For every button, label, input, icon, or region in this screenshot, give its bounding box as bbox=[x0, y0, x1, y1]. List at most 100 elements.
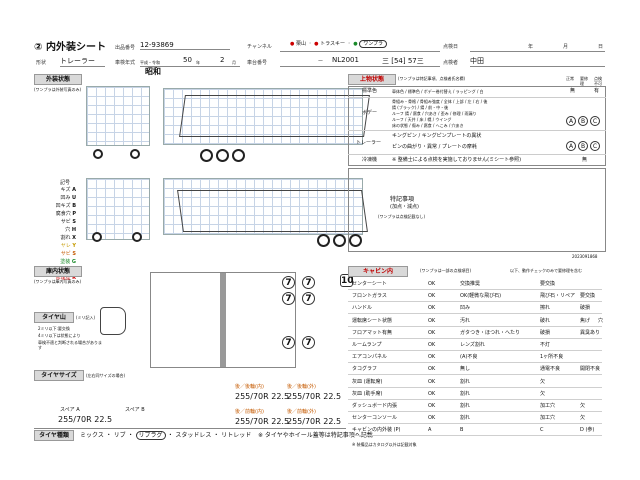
cabin-row-option[interactable]: 1ヶ所不良 bbox=[540, 354, 564, 361]
legend-item: サビ S bbox=[60, 219, 76, 225]
tire-depth-value[interactable]: 7 bbox=[282, 276, 295, 289]
cabin-row-option[interactable]: 欠 bbox=[540, 390, 546, 397]
cabin-row[interactable]: 灰皿 (助手席) OK 割れ 欠 bbox=[348, 388, 602, 400]
cabin-row-option[interactable]: (A)不良 bbox=[460, 354, 478, 361]
grade-option[interactable]: B bbox=[578, 116, 588, 126]
cabin-row-option[interactable]: 欠 bbox=[580, 403, 586, 409]
cabin-row-option[interactable]: D (参) bbox=[580, 427, 595, 434]
cabin-row-option[interactable]: OK bbox=[428, 281, 436, 287]
cabin-row-option[interactable]: 交換推奨 bbox=[460, 281, 481, 287]
interior-floor-diagram[interactable] bbox=[150, 272, 296, 368]
cabin-row-option[interactable]: ガタつき・ほつれ・へたり bbox=[460, 329, 521, 336]
channel-option-3[interactable]: ワンプラ bbox=[359, 40, 388, 48]
cabin-row-option[interactable]: OK bbox=[428, 293, 436, 300]
spare-a-size[interactable]: 255/70R 22.5 bbox=[58, 415, 113, 424]
grade-option[interactable]: B bbox=[578, 141, 588, 151]
cabin-row-option[interactable]: B bbox=[460, 427, 464, 434]
cabin-row-option[interactable]: 欠 bbox=[580, 415, 586, 422]
cabin-row-option[interactable]: 割れ bbox=[460, 390, 471, 397]
cabin-row-option[interactable]: 汚れ bbox=[460, 317, 471, 324]
standard-opt[interactable]: 無 bbox=[570, 88, 576, 94]
cabin-row-option[interactable]: OK bbox=[428, 415, 436, 422]
tire-depth-value[interactable]: 7 bbox=[302, 336, 315, 349]
cabin-row-option[interactable]: C bbox=[540, 427, 544, 434]
cabin-row-option[interactable]: OK bbox=[428, 378, 436, 385]
rear-view-bottom[interactable] bbox=[86, 178, 150, 240]
cabin-row-option[interactable]: A bbox=[428, 427, 432, 434]
tire-depth-value[interactable]: 7 bbox=[302, 292, 315, 305]
tire-type-option[interactable]: ミックス bbox=[80, 432, 104, 439]
cabin-row-option[interactable]: 割れ bbox=[460, 378, 471, 385]
cabin-row-option[interactable]: 破損 bbox=[540, 329, 551, 336]
cabin-row-option[interactable]: 加工穴 bbox=[540, 403, 556, 409]
tire-type-option-selected[interactable]: リブラグ bbox=[135, 431, 166, 440]
cabin-row-option[interactable]: 擦れ bbox=[540, 305, 551, 312]
cabin-row-option[interactable]: 破損 bbox=[580, 305, 591, 312]
tire-depth-value[interactable]: 7 bbox=[302, 276, 315, 289]
tire-depth-value[interactable]: 10 bbox=[340, 274, 354, 287]
grade-option[interactable]: C bbox=[590, 141, 600, 151]
cabin-row-option[interactable]: 焦げ bbox=[580, 317, 591, 324]
reefer-label: 冷凍機 bbox=[362, 157, 378, 163]
tire-depth-value[interactable]: 7 bbox=[282, 292, 295, 305]
cabin-row-option[interactable]: 破れ bbox=[540, 317, 551, 324]
cabin-row-option[interactable]: OK bbox=[428, 366, 436, 373]
cabin-row-option[interactable]: 要交換 bbox=[540, 281, 556, 287]
rear-outer-size[interactable]: 255/70R 22.5 bbox=[287, 392, 342, 401]
cabin-row-option[interactable]: 飛び石・リペア bbox=[540, 293, 576, 300]
cabin-row-option[interactable]: 凹み bbox=[460, 305, 471, 312]
tire-type-option[interactable]: スタッドレス bbox=[175, 432, 212, 439]
cabin-row-option[interactable]: 割れ bbox=[460, 415, 471, 422]
cabin-row-option[interactable]: 通電不良 bbox=[540, 366, 561, 373]
grade-option[interactable]: C bbox=[590, 116, 600, 126]
cabin-row-option[interactable]: OK bbox=[428, 403, 436, 409]
cabin-row-option[interactable]: OK bbox=[428, 329, 436, 336]
cabin-row-option[interactable]: OK bbox=[428, 317, 436, 324]
tire-type-option[interactable]: リトレッド bbox=[221, 432, 252, 439]
front-view-top[interactable] bbox=[86, 86, 150, 146]
legend-item: 修理歴 R bbox=[55, 275, 76, 281]
cabin-row-option[interactable]: 無し bbox=[460, 366, 471, 373]
special-notes-box[interactable] bbox=[348, 168, 606, 252]
channel-option-2[interactable]: トラスキー bbox=[320, 41, 346, 47]
tire-type-option[interactable]: リブ bbox=[113, 432, 126, 439]
cabin-row-option[interactable]: 欠 bbox=[540, 378, 546, 385]
tire-depth-value[interactable]: 7 bbox=[282, 336, 295, 349]
cabin-row-option[interactable]: OK bbox=[428, 342, 436, 348]
cabin-row-option[interactable]: 要交換 bbox=[580, 293, 596, 300]
mid-inner-size[interactable]: 255/70R 22.5 bbox=[235, 417, 290, 426]
grade-option[interactable]: A bbox=[566, 116, 576, 126]
rear-inner-size[interactable]: 255/70R 22.5 bbox=[235, 392, 290, 401]
cabin-row-option[interactable]: 開閉不良 bbox=[580, 366, 601, 373]
cabin-row-option[interactable]: レンズ割れ bbox=[460, 342, 485, 348]
cabin-row-option[interactable]: OK bbox=[428, 354, 436, 361]
cabin-row-option[interactable]: 穴 bbox=[598, 317, 604, 324]
cabin-row-option[interactable]: 割れ bbox=[460, 403, 471, 409]
reefer-opt[interactable]: 無 bbox=[582, 157, 588, 163]
cabin-row-label: 灰皿 (助手席) bbox=[352, 390, 383, 397]
grade-option[interactable]: A bbox=[566, 141, 576, 151]
standard-opt[interactable]: 有 bbox=[594, 88, 600, 94]
side-view-bottom[interactable] bbox=[163, 178, 363, 235]
cabin-row-option[interactable]: OK bbox=[428, 305, 436, 312]
side-view-top[interactable] bbox=[163, 88, 363, 145]
cabin-row-option[interactable]: 加工穴 bbox=[540, 415, 556, 422]
cabin-row-option[interactable]: 異臭あり bbox=[580, 329, 601, 336]
cabin-row-option[interactable]: OK(軽微な飛び石) bbox=[460, 293, 502, 300]
channel-option-1[interactable]: 栗山 bbox=[295, 41, 306, 47]
mid-outer-size[interactable]: 255/70R 22.5 bbox=[287, 417, 342, 426]
cabin-row-option[interactable]: 不灯 bbox=[540, 342, 551, 348]
cabin-row-option[interactable]: OK bbox=[428, 390, 436, 397]
